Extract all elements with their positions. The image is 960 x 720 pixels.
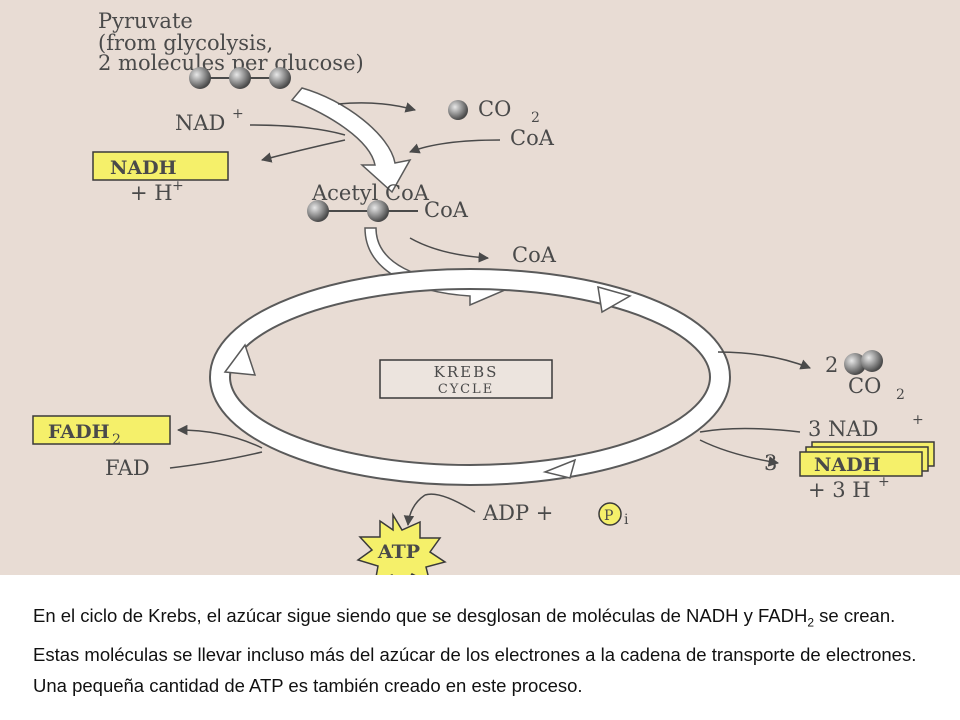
acetyl-coa-label: Acetyl CoA <box>311 181 430 205</box>
fadh2-sub: 2 <box>112 432 121 448</box>
krebs-label-box <box>379 359 553 399</box>
krebs-title: Krebs <box>434 363 499 381</box>
caption-part1: En el ciclo de Krebs, el azúcar sigue si… <box>33 605 808 626</box>
coa-out-arrow <box>409 237 490 263</box>
nad-plus-label: NAD <box>175 111 225 135</box>
fadh2-box <box>32 415 171 445</box>
nad-in-right-line <box>699 427 801 433</box>
three-h-label: + 3 H <box>808 478 871 502</box>
co2-top-sub: 2 <box>531 110 540 126</box>
co2-right-molecule-2 <box>861 350 883 372</box>
pyruvate-molecule <box>189 67 291 89</box>
nad-plus-sup: + <box>232 106 244 122</box>
nadh-out-arrow <box>260 139 346 163</box>
co2-right-molecule-1 <box>844 353 866 375</box>
fadh2-out-arrow <box>176 424 263 449</box>
co2-top-label: CO <box>478 97 511 121</box>
nadh-right-label: NADH <box>814 454 881 476</box>
co2-right-arrow <box>717 351 811 370</box>
co2-molecule-icon <box>448 100 468 120</box>
h-plus-sup: + <box>172 178 184 194</box>
nad-in-line <box>249 124 346 136</box>
pi-label: P <box>604 508 613 524</box>
nadh-stack <box>799 441 935 477</box>
three-nad-sup: + <box>912 412 924 428</box>
pyruvate-label: Pyruvate <box>98 9 193 33</box>
adp-in-line <box>424 493 476 513</box>
nadh-box <box>92 151 229 181</box>
caption-part2: se crean. Estas moléculas se llevar incl… <box>33 605 917 696</box>
co2-release-arrow <box>337 102 417 113</box>
co2-right-label: CO <box>848 374 881 398</box>
phosphate-icon <box>598 502 622 526</box>
caption-text: En el ciclo de Krebs, el azúcar sigue si… <box>33 600 933 701</box>
fadh2-label: FADH <box>48 421 110 443</box>
fad-in-line <box>169 451 263 469</box>
atp-label: ATP <box>377 541 420 563</box>
acetyl-coa-molecule <box>307 200 418 222</box>
atp-out-arrow <box>403 494 426 527</box>
pi-sub: i <box>624 512 629 528</box>
h-plus-label: + H <box>130 181 173 205</box>
co2-right-count: 2 <box>825 353 838 377</box>
adp-label: ADP + <box>482 501 553 525</box>
nadh-out-right-arrow <box>699 439 780 467</box>
three-count-label: 3 <box>764 451 777 475</box>
coa-out-label: CoA <box>512 243 557 267</box>
cycle-title: Cycle <box>438 382 494 397</box>
coa-in-arrow <box>409 139 501 154</box>
co2-right-sub: 2 <box>896 387 905 403</box>
krebs-cycle-figure: Pyruvate (from glycolysis, 2 molecules p… <box>0 0 960 575</box>
three-h-sup: + <box>878 474 890 490</box>
krebs-cycle-ring <box>209 268 731 486</box>
caption-subscript: 2 <box>807 615 815 630</box>
three-nad-label: 3 NAD <box>808 417 878 441</box>
pyruvate-count-label: 2 molecules per glucose) <box>98 51 364 75</box>
fad-label: FAD <box>105 456 150 480</box>
coa-in-label: CoA <box>510 126 555 150</box>
acetyl-coa-group-label: CoA <box>424 198 469 222</box>
pyruvate-source-label: (from glycolysis, <box>98 31 273 55</box>
pyruvate-to-acetyl-arrow <box>290 87 412 194</box>
nadh-label: NADH <box>110 157 177 179</box>
atp-starburst-icon <box>356 512 447 575</box>
